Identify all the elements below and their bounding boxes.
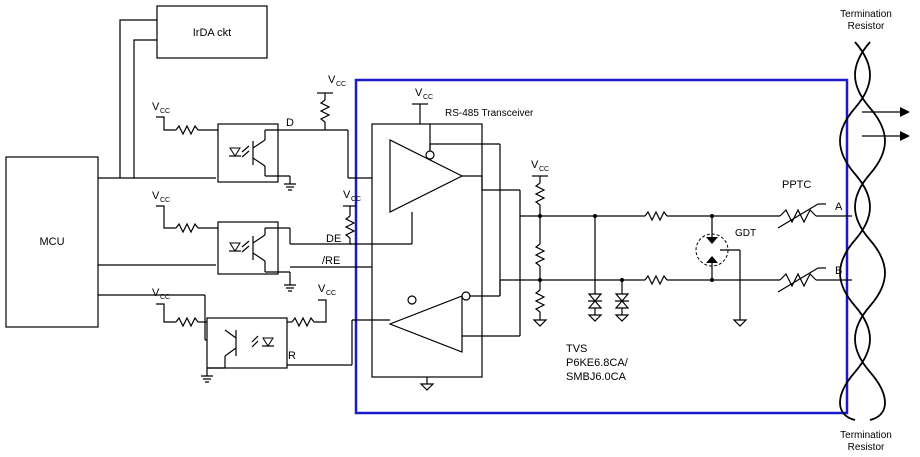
vcc-label: V bbox=[152, 101, 160, 113]
irda-block: IrDA ckt bbox=[156, 5, 268, 59]
twisted-pair-cable bbox=[839, 41, 910, 421]
vcc-label: V bbox=[318, 283, 326, 295]
vcc-1: V CC bbox=[152, 101, 170, 115]
vcc-label: V bbox=[152, 287, 160, 299]
termination-bottom-line1: Termination bbox=[840, 430, 892, 441]
receiver-triangle bbox=[388, 295, 463, 353]
driver-triangle bbox=[389, 139, 464, 213]
transceiver-chip: RS-485 Transceiver V CC bbox=[371, 87, 534, 391]
gdt-label: GDT bbox=[735, 228, 756, 239]
vcc-4: V CC bbox=[318, 283, 336, 297]
pptc-label: PPTC bbox=[782, 179, 811, 191]
vcc-label: V bbox=[531, 159, 539, 171]
gdt bbox=[695, 214, 748, 327]
vcc-subscript: CC bbox=[351, 196, 361, 203]
pin-r-label: R bbox=[288, 350, 296, 362]
irda-label: IrDA ckt bbox=[193, 27, 232, 39]
termination-bottom-line2: Resistor bbox=[848, 442, 885, 453]
vcc-label: V bbox=[415, 87, 423, 99]
line-b-label: B bbox=[835, 265, 842, 277]
optocoupler-de bbox=[217, 221, 279, 275]
pin-de-label: DE bbox=[326, 233, 341, 245]
optocoupler-d bbox=[217, 123, 279, 183]
tvs-label-3: SMBJ6.0CA bbox=[566, 371, 627, 383]
optocoupler-r bbox=[206, 317, 288, 369]
vcc-subscript: CC bbox=[160, 294, 170, 301]
vcc-label: V bbox=[328, 74, 336, 86]
bias-network: V CC bbox=[531, 159, 549, 327]
protection-boundary bbox=[354, 78, 849, 415]
vcc-subscript: CC bbox=[160, 108, 170, 115]
vcc-2: V CC bbox=[152, 190, 170, 204]
transceiver-label: RS-485 Transceiver bbox=[445, 108, 534, 119]
vcc-label: V bbox=[343, 189, 351, 201]
mcu-block: MCU bbox=[5, 156, 99, 328]
pptc-devices bbox=[777, 203, 852, 293]
termination-top-line1: Termination bbox=[840, 9, 892, 20]
vcc-3: V CC bbox=[152, 287, 170, 301]
termination-top-line2: Resistor bbox=[848, 21, 885, 32]
mcu-label: MCU bbox=[39, 236, 64, 248]
line-a-label: A bbox=[835, 201, 843, 213]
tvs-diodes bbox=[587, 214, 630, 322]
vcc-5: V CC bbox=[328, 74, 346, 88]
vcc-subscript: CC bbox=[336, 81, 346, 88]
vcc-subscript: CC bbox=[539, 166, 549, 173]
vcc-subscript: CC bbox=[160, 197, 170, 204]
pin-re-label: /RE bbox=[322, 255, 340, 267]
vcc-subscript: CC bbox=[326, 290, 336, 297]
vcc-6: V CC bbox=[343, 189, 361, 203]
pin-d-label: D bbox=[286, 117, 294, 129]
irda-wire-1 bbox=[119, 19, 157, 178]
vcc-label: V bbox=[152, 190, 160, 202]
tvs-label-1: TVS bbox=[566, 343, 587, 355]
irda-wire-2 bbox=[133, 39, 157, 178]
tvs-label-2: P6KE6.8CA/ bbox=[566, 357, 629, 369]
vcc-subscript: CC bbox=[423, 94, 433, 101]
